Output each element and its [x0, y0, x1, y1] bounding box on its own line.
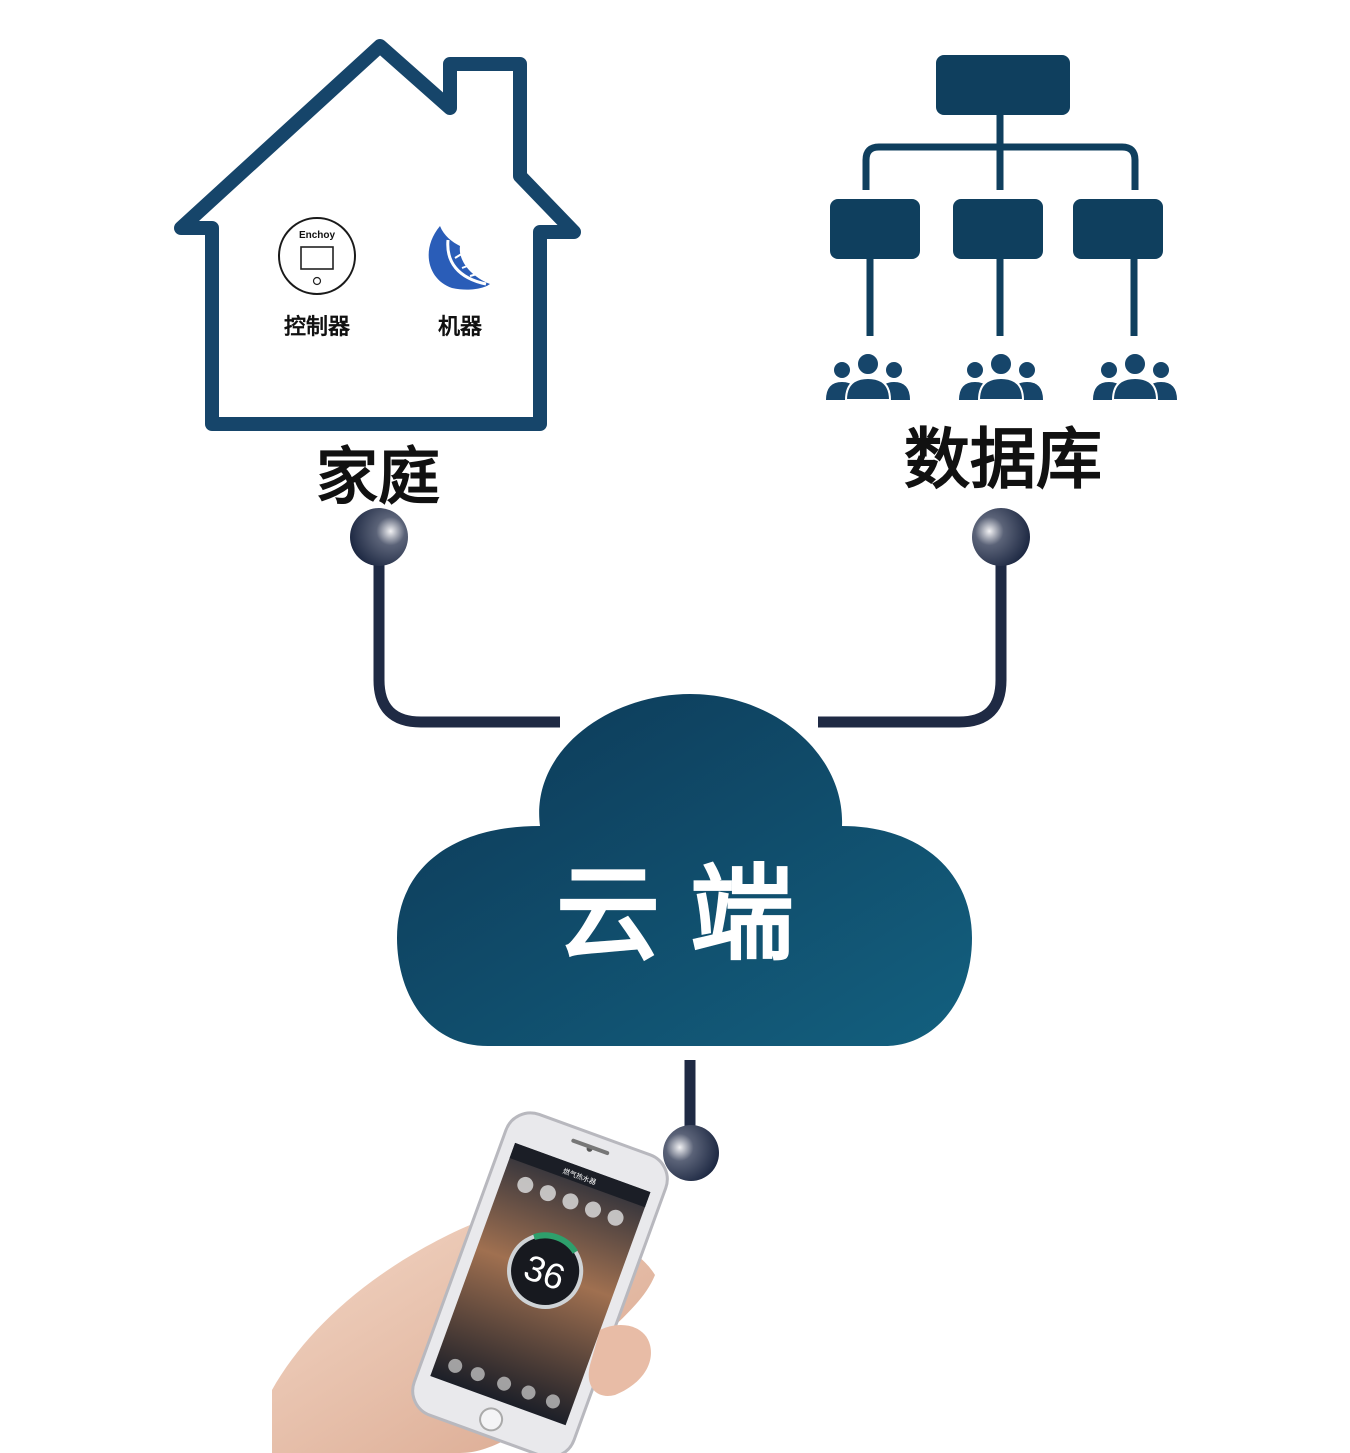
user-group-icon — [826, 352, 910, 401]
home-title: 家庭 — [316, 440, 440, 513]
smartphone-icon[interactable]: 燃气热水器 36 — [405, 1106, 674, 1453]
user-group-icon — [959, 352, 1043, 401]
cloud-label: 云端 — [556, 853, 824, 975]
thermostat-icon: Enchoy — [278, 217, 356, 295]
database-title: 数据库 — [904, 421, 1102, 498]
bottom-controls[interactable] — [446, 1357, 562, 1411]
mode-buttons[interactable] — [515, 1175, 626, 1228]
house-icon — [174, 39, 581, 431]
controller-brand: Enchoy — [299, 230, 336, 241]
controller-label: 控制器 — [284, 314, 351, 340]
home-connector — [350, 508, 560, 728]
temperature-dial[interactable]: 36 — [499, 1225, 591, 1317]
thumb-icon — [588, 1325, 651, 1396]
phone-connector — [663, 1060, 719, 1181]
database-connector — [818, 508, 1030, 728]
machine-label: 机器 — [438, 315, 483, 340]
home-button[interactable] — [477, 1405, 505, 1433]
leaf-icon — [428, 226, 490, 290]
user-group-icon — [1093, 352, 1177, 401]
cloud-icon — [397, 694, 972, 1046]
org-chart-icon — [830, 55, 1163, 336]
